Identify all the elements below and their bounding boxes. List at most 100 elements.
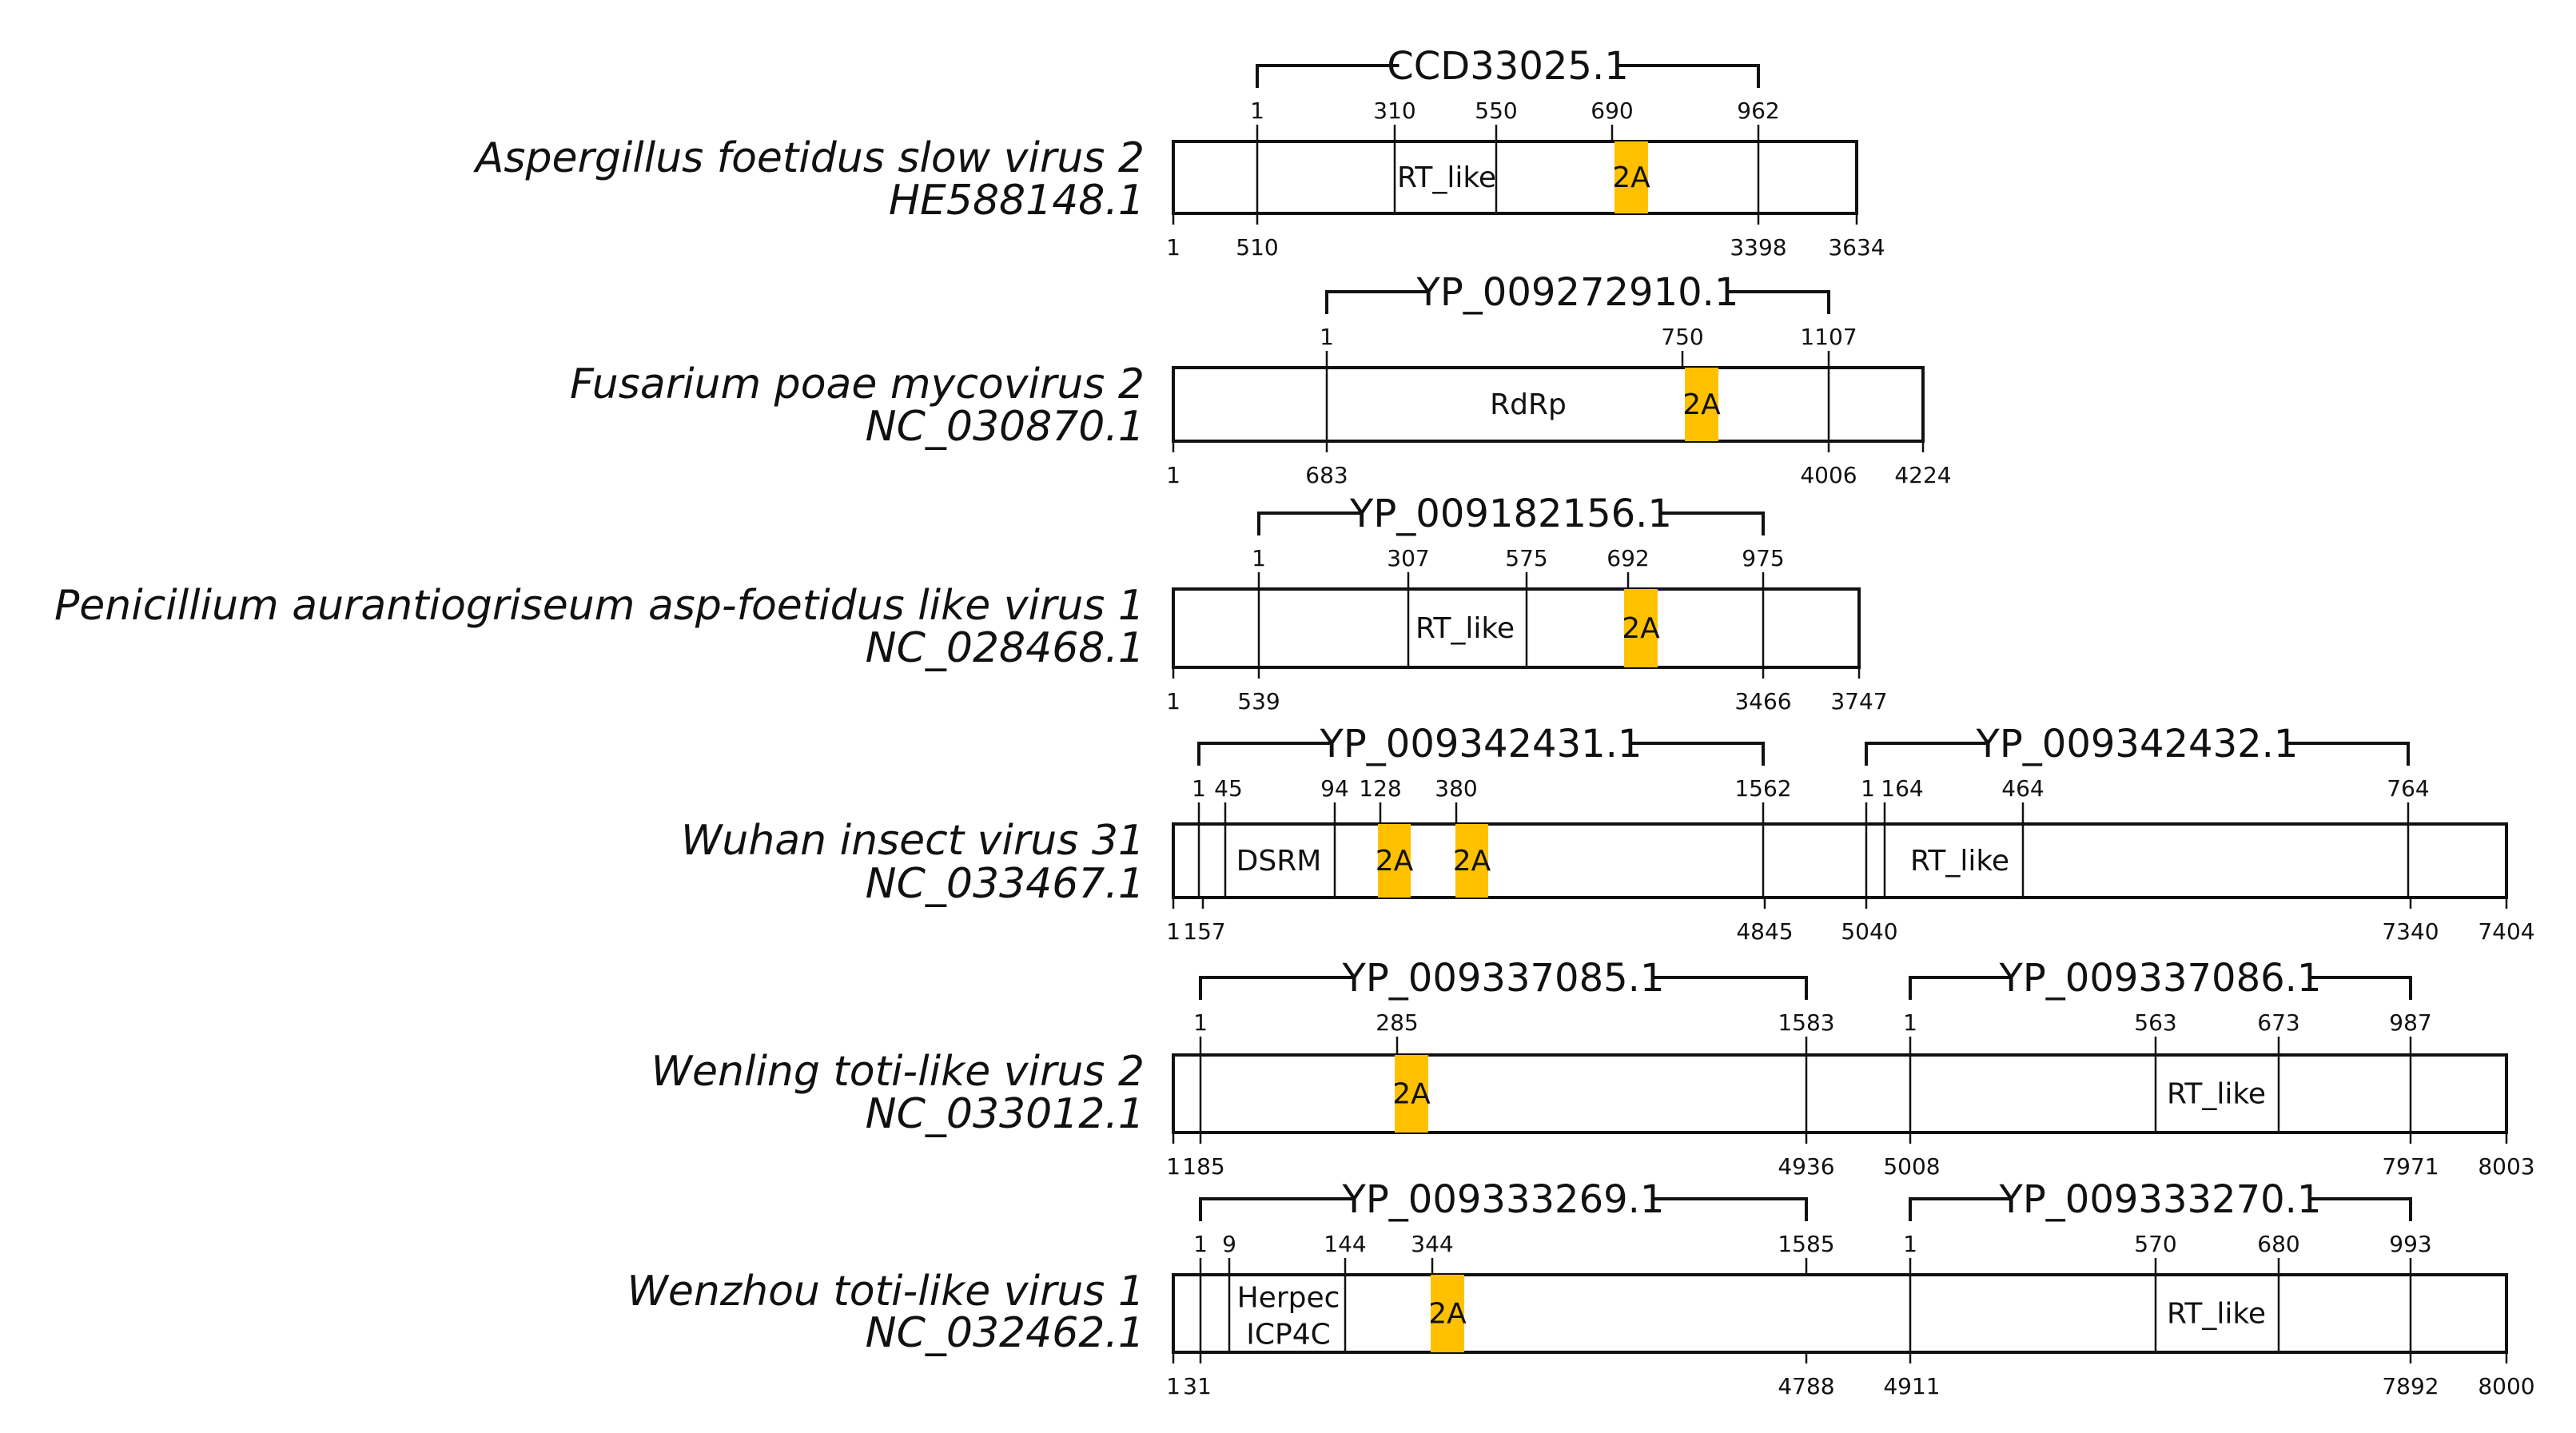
motif-2a-block [1624, 589, 1658, 667]
genome-box [1172, 366, 1925, 443]
orf-bracket-left [1197, 742, 1331, 766]
motif-2a-block [1455, 824, 1488, 898]
nt-position-label: 3398 [1730, 234, 1786, 261]
domain-label-line2: ICP4C [1246, 1319, 1331, 1351]
aa-position-label: 9 [1222, 1231, 1236, 1257]
orf-accession-label: YP_009337085.1 [1342, 956, 1665, 1001]
aa-position-label: 344 [1411, 1231, 1453, 1257]
aa-position-label: 975 [1742, 545, 1784, 571]
motif-2a-label: 2A [1428, 1298, 1467, 1331]
accession-number: NC_028468.1 [866, 624, 1145, 672]
orf-bracket-right [2311, 976, 2412, 1000]
nt-position-label: 683 [1305, 462, 1348, 488]
aa-position-label: 464 [2001, 775, 2044, 802]
domain-label: DSRM [1236, 845, 1322, 878]
genome-box [1172, 140, 1858, 215]
domain-label: RT_like [2167, 1298, 2266, 1331]
nt-position-label: 1 [1166, 234, 1181, 261]
orf-bracket-right [2287, 742, 2410, 766]
nt-position-label: 4911 [1883, 1373, 1940, 1399]
aa-position-label: 690 [1591, 98, 1633, 124]
orf-accession-label: YP_009342432.1 [1976, 722, 2299, 766]
nt-position-label: 5040 [1841, 918, 1897, 945]
domain-label: RdRp [1490, 388, 1567, 421]
nt-position-label: 7892 [2382, 1373, 2439, 1399]
nt-position-label: 3466 [1734, 688, 1791, 715]
orf-bracket-left [1199, 1197, 1353, 1221]
aa-position-label: 962 [1737, 98, 1779, 124]
orf-accession-label: YP_009342431.1 [1320, 722, 1642, 766]
nt-position-label: 4006 [1800, 462, 1857, 488]
aa-position-label: 1 [1193, 1009, 1208, 1036]
nt-position-label: 4788 [1778, 1373, 1834, 1399]
aa-position-label: 1583 [1778, 1009, 1834, 1036]
nt-position-label: 185 [1182, 1153, 1224, 1180]
aa-position-label: 680 [2257, 1231, 2299, 1257]
orf-accession-label: YP_009333270.1 [1999, 1177, 2322, 1222]
motif-2a-label: 2A [1682, 388, 1721, 421]
domain-label: RT_like [2167, 1078, 2266, 1111]
genome-row: Wenzhou toti-like virus 1NC_032462.1Herp… [627, 1177, 2534, 1399]
orf-accession-label: YP_009272910.1 [1416, 270, 1739, 315]
orf-bracket-right [1631, 742, 1765, 766]
accession-number: HE588148.1 [889, 177, 1145, 225]
nt-position-label: 510 [1236, 234, 1278, 261]
aa-position-label: 1 [1320, 324, 1334, 350]
aa-position-label: 1 [1192, 775, 1206, 802]
motif-2a-block [1378, 824, 1411, 898]
motif-2a-block [1431, 1275, 1464, 1352]
aa-position-label: 1 [1250, 98, 1264, 124]
orf-bracket-left [1909, 976, 2010, 1000]
virus-name: Fusarium poae mycovirus 2 [570, 360, 1145, 408]
virus-name: Wenzhou toti-like virus 1 [627, 1268, 1145, 1316]
genome-box [1172, 1053, 2508, 1134]
nt-position-label: 7971 [2382, 1153, 2439, 1180]
aa-position-label: 750 [1661, 324, 1703, 350]
aa-position-label: 1562 [1734, 775, 1791, 802]
virus-name: Wuhan insect virus 31 [681, 817, 1145, 865]
nt-position-label: 4224 [1894, 462, 1951, 488]
aa-position-label: 94 [1320, 775, 1349, 802]
domain-label: RT_like [1910, 845, 2009, 878]
aa-position-label: 45 [1214, 775, 1243, 802]
genome-box [1172, 587, 1861, 669]
nt-position-label: 4936 [1778, 1153, 1834, 1180]
nt-position-label: 8000 [2478, 1373, 2534, 1399]
domain-label: RT_like [1415, 612, 1515, 645]
aa-position-label: 673 [2257, 1009, 2299, 1036]
aa-position-label: 285 [1376, 1009, 1418, 1036]
motif-2a-label: 2A [1453, 845, 1491, 878]
aa-position-label: 307 [1387, 545, 1429, 571]
orf-bracket-right [1616, 64, 1760, 88]
nt-position-label: 539 [1237, 688, 1280, 715]
orf-bracket-left [1865, 742, 1987, 766]
aa-position-label: 1 [1903, 1009, 1917, 1036]
aa-position-label: 1585 [1778, 1231, 1834, 1257]
aa-position-label: 575 [1505, 545, 1547, 571]
nt-position-label: 8003 [2478, 1153, 2534, 1180]
motif-2a-label: 2A [1392, 1078, 1431, 1111]
nt-position-label: 1 [1166, 1153, 1181, 1180]
aa-position-label: 380 [1435, 775, 1477, 802]
aa-position-label: 570 [2134, 1231, 2176, 1257]
virus-name: Wenling toti-like virus 2 [651, 1048, 1145, 1096]
domain-label: Herpec [1237, 1282, 1340, 1315]
orf-bracket-right [1661, 512, 1765, 535]
aa-position-label: 1 [1861, 775, 1875, 802]
nt-position-label: 4845 [1736, 918, 1793, 945]
virus-name: Aspergillus foetidus slow virus 2 [473, 134, 1145, 182]
aa-position-label: 1 [1903, 1231, 1917, 1257]
nt-position-label: 1 [1166, 918, 1181, 945]
nt-position-label: 7340 [2382, 918, 2439, 945]
aa-position-label: 550 [1475, 98, 1517, 124]
orf-bracket-left [1256, 64, 1399, 88]
motif-2a-label: 2A [1622, 612, 1660, 645]
nt-position-label: 157 [1183, 918, 1225, 945]
aa-position-label: 987 [2389, 1009, 2431, 1036]
aa-position-label: 764 [2387, 775, 2429, 802]
orf-bracket-right [1654, 976, 1808, 1000]
aa-position-label: 993 [2389, 1231, 2431, 1257]
